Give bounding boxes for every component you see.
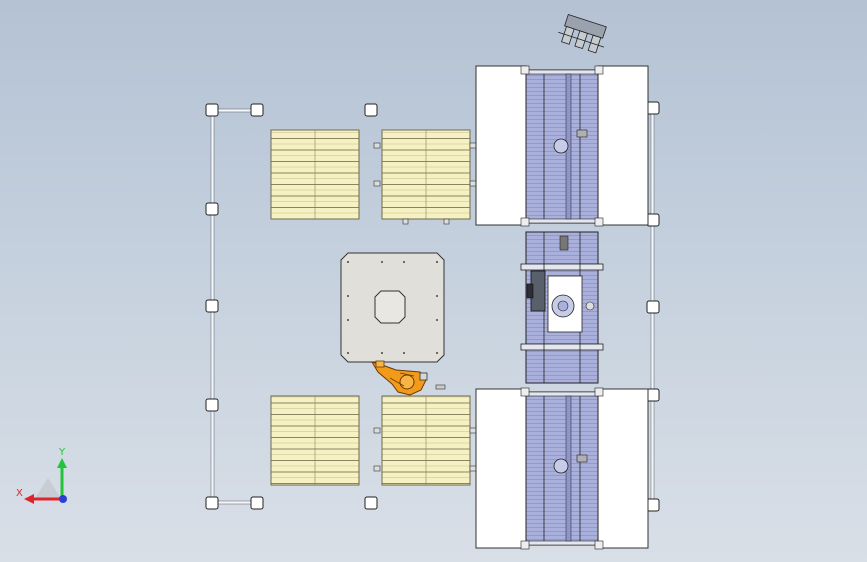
conveyor-bottom[interactable] <box>475 387 649 550</box>
fence-post <box>205 496 219 510</box>
coordinate-triad: X Y <box>16 447 67 504</box>
robot-gripper-tool[interactable] <box>556 13 610 54</box>
fence-post <box>646 101 660 115</box>
robot-base-platform[interactable] <box>340 252 445 363</box>
pallet-top-left[interactable] <box>270 129 360 220</box>
fence-post <box>205 202 219 216</box>
fence-post <box>250 496 264 510</box>
pallet-top-right[interactable] <box>373 129 477 225</box>
pallet-bottom-left[interactable] <box>270 395 360 486</box>
fence-post <box>646 388 660 402</box>
fence-post <box>205 299 219 313</box>
fence-posts <box>205 103 378 510</box>
fence-post <box>364 103 378 117</box>
conveyor-center[interactable] <box>520 231 604 384</box>
fence-post <box>646 213 660 227</box>
triad-z-axis <box>59 495 67 503</box>
pallet-bottom-right[interactable] <box>373 395 477 486</box>
fence-post <box>205 398 219 412</box>
conveyor-top[interactable] <box>475 65 649 227</box>
palletizing-robot[interactable] <box>370 360 446 396</box>
fence-post <box>646 498 660 512</box>
fence-post <box>250 103 264 117</box>
fence-post <box>205 103 219 117</box>
fence-post <box>646 300 660 314</box>
triad-x-label: X <box>16 488 23 499</box>
safety-fence-right <box>646 101 660 512</box>
triad-y-label: Y <box>58 447 66 458</box>
fence-post <box>364 496 378 510</box>
